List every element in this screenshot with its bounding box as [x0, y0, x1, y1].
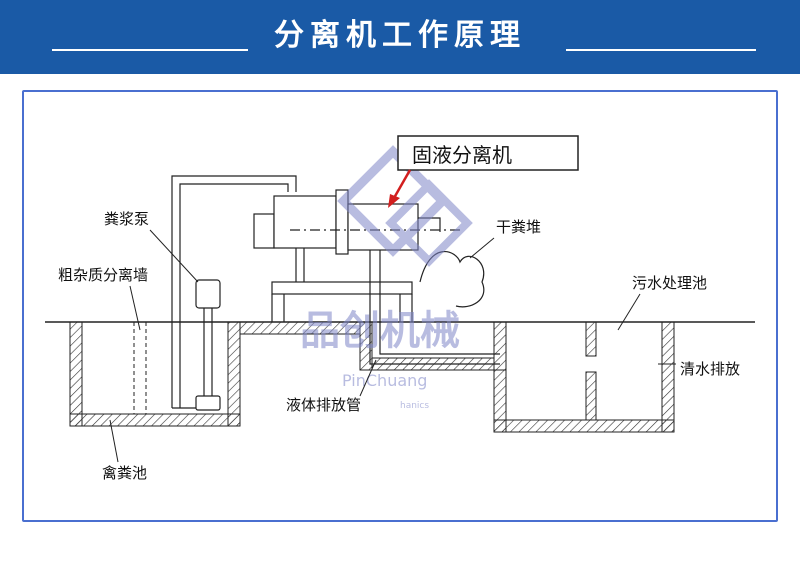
- header-banner: 分离机工作原理: [0, 0, 800, 74]
- leader-liquid-pipe: [359, 359, 377, 397]
- label-clean-discharge: 清水排放: [680, 360, 740, 378]
- sewage-pool-walls: [493, 321, 675, 433]
- leader-sewage-pool: [617, 293, 641, 331]
- label-dry-manure: 干粪堆: [496, 218, 541, 236]
- watermark-brand-cn: 品创机械: [300, 308, 460, 354]
- liquid-discharge-pipe: [369, 250, 500, 365]
- label-impurity-wall: 粗杂质分离墙: [58, 266, 148, 284]
- separator-machine: [253, 189, 460, 255]
- brand-watermark: 品创机械 PinChuang hanics: [300, 145, 473, 411]
- diagram-frame: [22, 90, 778, 522]
- feed-pipe: [171, 175, 297, 409]
- header-right-rule: [566, 49, 756, 51]
- machine-frame: [271, 244, 413, 322]
- page-title: 分离机工作原理: [274, 18, 526, 53]
- poultry-pit-walls: [69, 321, 241, 427]
- slurry-pump: [195, 279, 221, 411]
- machine-callout: 固液分离机: [388, 135, 579, 208]
- header-left-rule: [52, 49, 248, 51]
- leader-dry-manure: [469, 237, 495, 259]
- watermark-brand-en-sub: hanics: [400, 401, 429, 411]
- watermark-brand-en: PinChuang: [342, 371, 427, 390]
- label-machine: 固液分离机: [412, 143, 512, 167]
- leader-slurry-pump: [149, 229, 199, 283]
- label-sewage-pool: 污水处理池: [632, 274, 707, 292]
- label-poultry-pit: 禽粪池: [102, 464, 147, 482]
- impurity-wall: [133, 322, 147, 414]
- label-liquid-pipe: 液体排放管: [286, 396, 361, 414]
- leader-poultry-pit: [109, 419, 119, 463]
- leader-impurity-wall: [129, 285, 141, 331]
- label-slurry-pump: 粪浆泵: [104, 210, 149, 228]
